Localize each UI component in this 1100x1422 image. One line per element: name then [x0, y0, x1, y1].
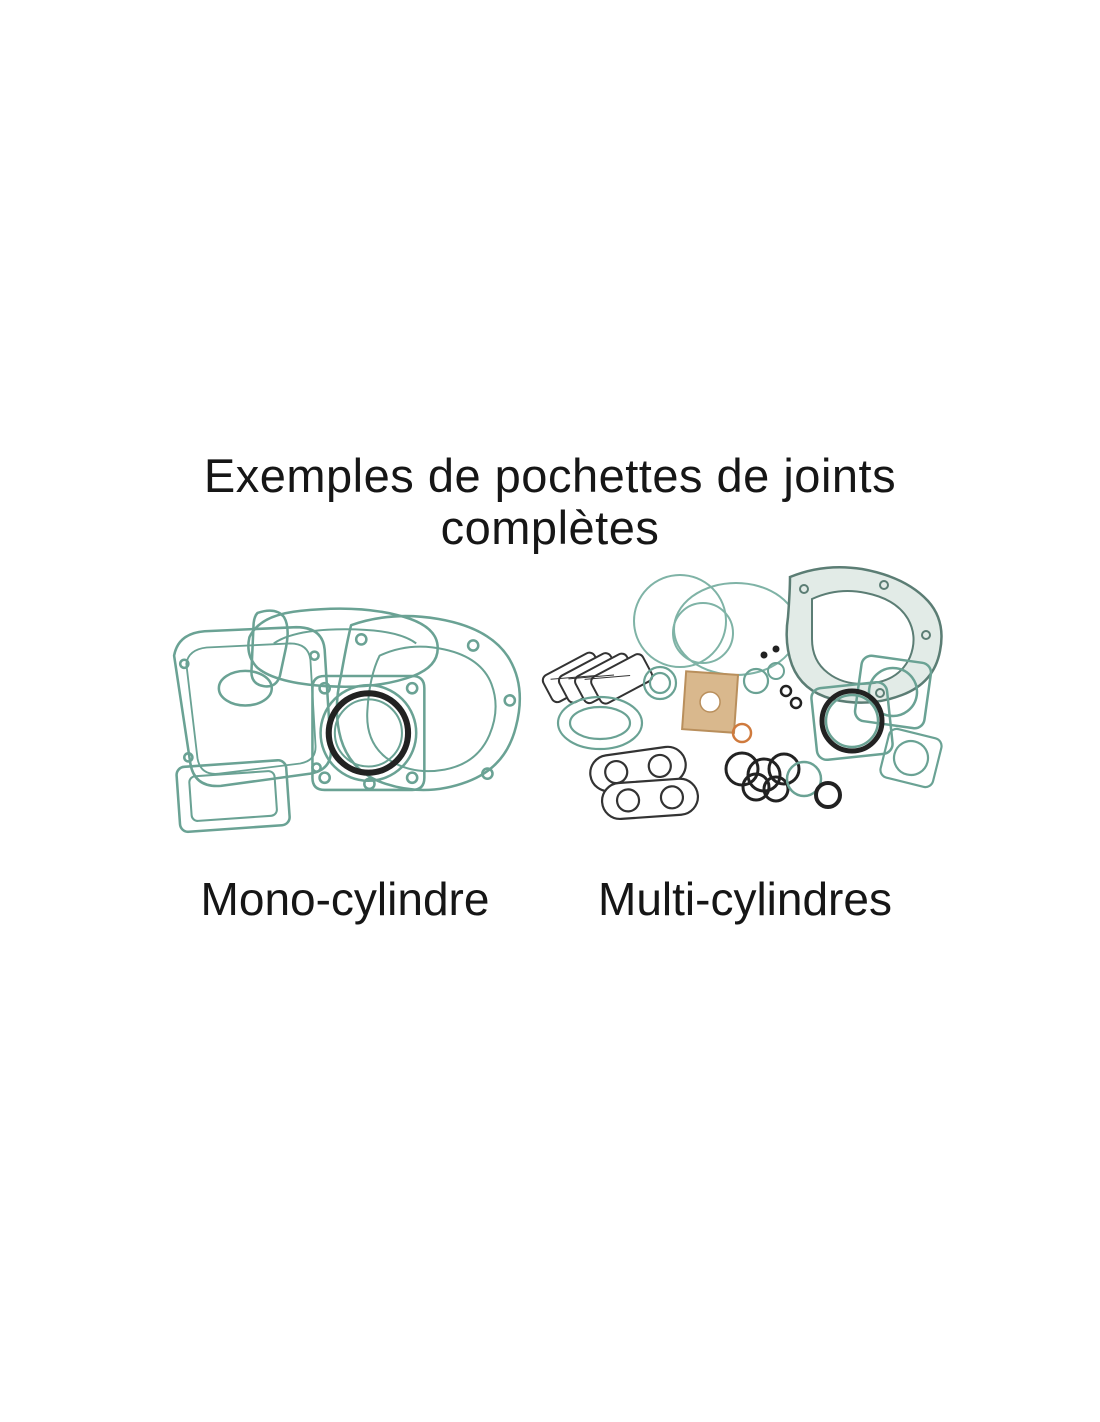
page-title-line2: complètes — [440, 501, 660, 554]
caption-mono-cylindre: Mono-cylindre — [200, 873, 490, 925]
mono-cylinder-gasket-image — [150, 558, 540, 853]
caption-multi-cylindres: Multi-cylindres — [598, 873, 892, 925]
mono-cylinder-gasket-illustration — [172, 607, 522, 834]
page-title-line1: Exemples de pochettes de joints — [203, 449, 897, 502]
multi-cylinder-gasket-illustration — [541, 565, 943, 821]
multi-cylinder-gasket-image — [528, 558, 948, 848]
